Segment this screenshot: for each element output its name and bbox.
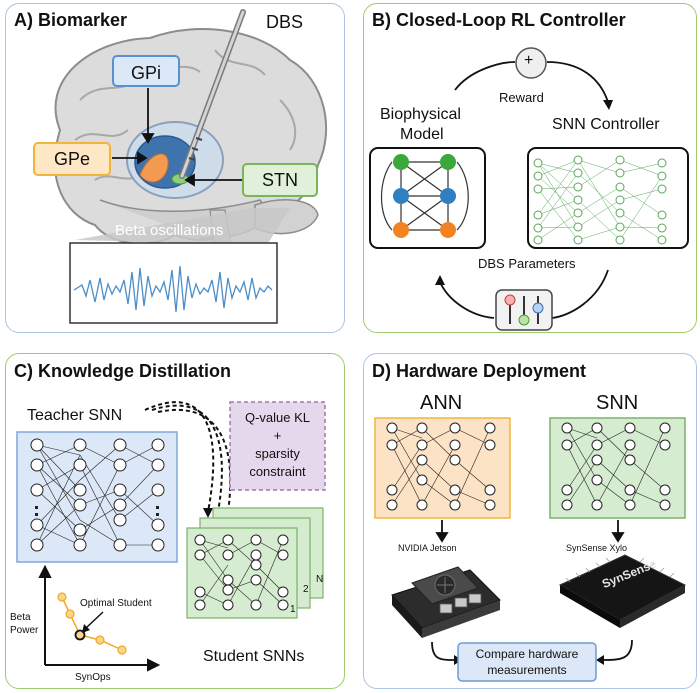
kl-line2: + (273, 428, 282, 443)
panel-c (5, 353, 345, 689)
gpe-box: GPe (33, 142, 111, 176)
compare-box (457, 642, 597, 682)
panel-d-title: D) Hardware Deployment (372, 361, 587, 381)
beta-waveform (73, 265, 273, 313)
jetson-label: NVIDIA Jetson (398, 543, 457, 553)
kl-line4: constraint (249, 464, 306, 479)
student-snns-label: Student SNNs (203, 648, 305, 665)
ann-net (391, 427, 491, 506)
snn-controller-label: SNN Controller (552, 116, 660, 133)
biophysical-nodes (393, 154, 456, 238)
beta-oscillations-label: Beta oscillations (115, 222, 224, 239)
beta-power-label-line2: Power (10, 625, 39, 636)
compare-line2: measurements (487, 663, 567, 677)
xylo-label: SynSense Xylo (566, 543, 628, 553)
sum-label: + (524, 52, 534, 69)
panel-b-title: B) Closed-Loop RL Controller (372, 10, 626, 30)
gpi-box: GPi (112, 55, 180, 87)
sum-node (515, 47, 547, 79)
ann-nodes (386, 422, 496, 511)
jetson-board-icon (391, 566, 501, 638)
xylo-chip-icon (558, 554, 687, 628)
kl-constraint-box (229, 401, 326, 491)
snn-controller-nodes (533, 155, 667, 245)
dbs-electrode-icon (179, 9, 246, 179)
region-arrows (112, 88, 242, 187)
panel-d (363, 353, 697, 689)
snn-nodes (561, 422, 671, 511)
student-2-label: 2 (303, 584, 309, 595)
snn-net (566, 427, 666, 506)
dbs-parameters-label: DBS Parameters (478, 256, 576, 271)
kl-line1: Q-value KL (244, 410, 311, 425)
ann-label: ANN (420, 392, 463, 414)
panel-a-title: A) Biomarker (14, 10, 128, 30)
snn-controller-net (537, 159, 663, 241)
slider-mixer-icon (495, 289, 553, 331)
panel-c-title: C) Knowledge Distillation (14, 361, 232, 381)
reward-label: Reward (499, 90, 544, 105)
student-nodes (194, 534, 289, 611)
dbs-label: DBS (266, 12, 304, 32)
snn-label: SNN (596, 392, 639, 414)
snn-controller-box (527, 147, 689, 249)
synops-label: SynOps (75, 672, 111, 683)
optimal-student-label: Optimal Student (80, 598, 152, 609)
teacher-dots (35, 506, 159, 516)
tradeoff-axes (38, 564, 161, 672)
student-n-label: N (316, 574, 324, 585)
teacher-snn-label: Teacher SNN (27, 407, 123, 424)
compare-line1: Compare hardware (475, 647, 579, 661)
biophysical-label-line1: Biophysical (380, 106, 461, 123)
biophysical-label-line2: Model (400, 126, 444, 143)
tradeoff-points (57, 592, 127, 655)
beta-zoom-wedge (75, 208, 290, 245)
kl-line3: sparsity (255, 446, 300, 461)
student-1-label: 1 (290, 604, 296, 615)
panel-a (5, 3, 345, 333)
teacher-nodes (30, 438, 165, 552)
panel-b (363, 3, 697, 333)
beta-power-label-line1: Beta (10, 612, 31, 623)
stn-box: STN (242, 163, 318, 197)
